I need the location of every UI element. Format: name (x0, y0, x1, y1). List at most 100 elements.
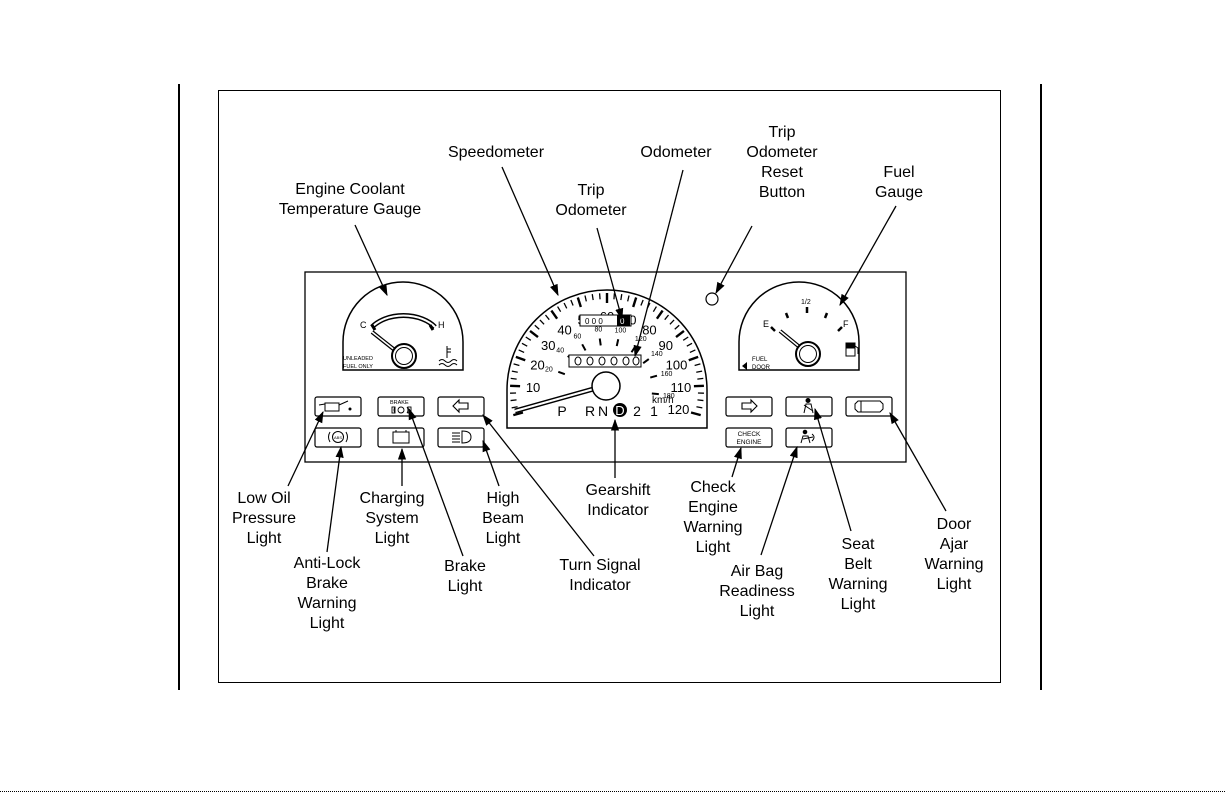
trip-odometer-last-digit: 0 (620, 317, 625, 326)
mph-tick (674, 324, 680, 330)
charging-system-lamp (377, 427, 425, 448)
arrow-odometer (633, 169, 684, 358)
mph-tick (688, 355, 699, 362)
seat-belt-lamp (785, 396, 833, 417)
mph-tick-marks (510, 293, 704, 417)
door-ajar-icon (854, 400, 884, 413)
mph-tick-label: 120 (668, 402, 690, 417)
mph-tick (518, 349, 525, 354)
fuel-half-label: 1/2 (801, 299, 811, 306)
mph-tick (521, 342, 528, 347)
mph-tick (620, 294, 623, 301)
fuel-e-label: E (763, 319, 769, 329)
arrow-brake (408, 407, 464, 557)
kmh-tick (615, 339, 620, 347)
label-charging: Charging System Light (359, 490, 425, 547)
mph-tick-label: 110 (671, 380, 692, 395)
kmh-tick-label: 140 (651, 351, 663, 358)
trip-odometer-reset-button[interactable] (705, 292, 719, 306)
fuel-door-label-2: DOOR (752, 365, 771, 371)
mph-tick-label: 10 (526, 380, 540, 395)
kmh-tick (651, 392, 659, 396)
kmh-tick-label: 20 (545, 366, 553, 373)
mph-tick (511, 370, 518, 373)
mph-tick (690, 411, 702, 417)
fuel-f-label: F (843, 319, 849, 329)
mph-tick (510, 377, 517, 380)
label-turn-signal: Turn Signal Indicator (559, 557, 641, 594)
mph-tick-label: 30 (541, 338, 555, 353)
mph-tick (576, 297, 582, 308)
mph-tick (696, 406, 703, 409)
label-anti-lock: Anti-Lock Brake Warning Light (293, 555, 361, 632)
label-speedometer: Speedometer (447, 144, 545, 161)
brake-lamp: BRAKE (377, 396, 425, 417)
arrow-air-bag (760, 445, 798, 556)
mph-tick-label: 90 (658, 338, 672, 353)
trip-odometer-window (579, 314, 632, 327)
kmh-tick-label: 180 (663, 393, 675, 400)
label-gearshift: Gearshift Indicator (585, 482, 651, 519)
coolant-icon (438, 346, 458, 367)
mph-tick (689, 349, 696, 354)
label-seat-belt: Seat Belt Warning Light (828, 536, 888, 613)
mph-tick (584, 295, 587, 302)
mph-tick (686, 342, 693, 347)
mph-tick (669, 319, 675, 325)
arrow-anti-lock (326, 445, 344, 553)
mph-tick (697, 399, 704, 402)
kmh-tick-label: 100 (615, 327, 627, 334)
right-arrow-icon (741, 398, 758, 414)
mph-tick-label: 80 (642, 322, 656, 337)
temperature-gauge: C H UNLEADED FUEL ONLY (342, 281, 464, 371)
brake-icon (391, 406, 412, 414)
door-ajar-lamp (845, 396, 893, 417)
mph-tick (655, 309, 664, 320)
air-bag-icon (800, 429, 815, 444)
fuel-pump-icon (845, 342, 859, 357)
cluster-housing (304, 271, 907, 463)
turn-signal-right-lamp (725, 396, 773, 417)
arrow-trip-odometer (596, 227, 624, 321)
mph-tick (529, 329, 539, 338)
left-arrow-icon (452, 398, 469, 414)
mph-tick (664, 314, 670, 321)
label-odometer: Odometer (640, 144, 712, 161)
label-trip-odometer-reset: Trip Odometer Reset Button (746, 124, 818, 201)
arrow-engine-coolant (354, 224, 388, 297)
mph-tick (697, 377, 704, 380)
label-brake-light: Brake Light (444, 558, 486, 595)
gear-label: P (557, 403, 566, 419)
mph-tick (544, 314, 550, 321)
mph-tick (652, 306, 657, 313)
mph-tick (534, 324, 540, 330)
mph-tick (627, 295, 630, 302)
arrow-trip-reset (715, 225, 753, 295)
high-beam-icon (452, 430, 472, 444)
gear-label: 1 (650, 403, 658, 419)
kmh-tick (630, 345, 637, 353)
label-engine-coolant: Engine Coolant Temperature Gauge (278, 181, 422, 218)
label-air-bag: Air Bag Readiness Light (719, 563, 795, 620)
gear-label: D (615, 403, 624, 418)
bottom-dotted-rule (0, 791, 1225, 792)
mph-tick (682, 336, 689, 341)
kmh-tick-marks (557, 338, 659, 396)
label-high-beam: High Beam Light (482, 490, 524, 547)
arrow-fuel-gauge (839, 205, 897, 307)
mph-tick-label: 40 (557, 322, 571, 337)
mph-tick-label: 20 (530, 358, 544, 373)
gear-label: 2 (633, 403, 641, 419)
trip-odometer-digits: 0 0 0 (585, 317, 603, 326)
arrow-door-ajar (889, 411, 947, 512)
label-check-engine: Check Engine Warning Light (683, 479, 743, 556)
label-door-ajar: Door Ajar Warning Light (924, 516, 984, 593)
figure-frame (218, 90, 1001, 683)
mph-tick (550, 309, 559, 320)
mph-tick (515, 355, 526, 362)
kmh-tick (649, 374, 658, 379)
mph-tick (570, 299, 574, 306)
mph-tick (511, 406, 518, 409)
